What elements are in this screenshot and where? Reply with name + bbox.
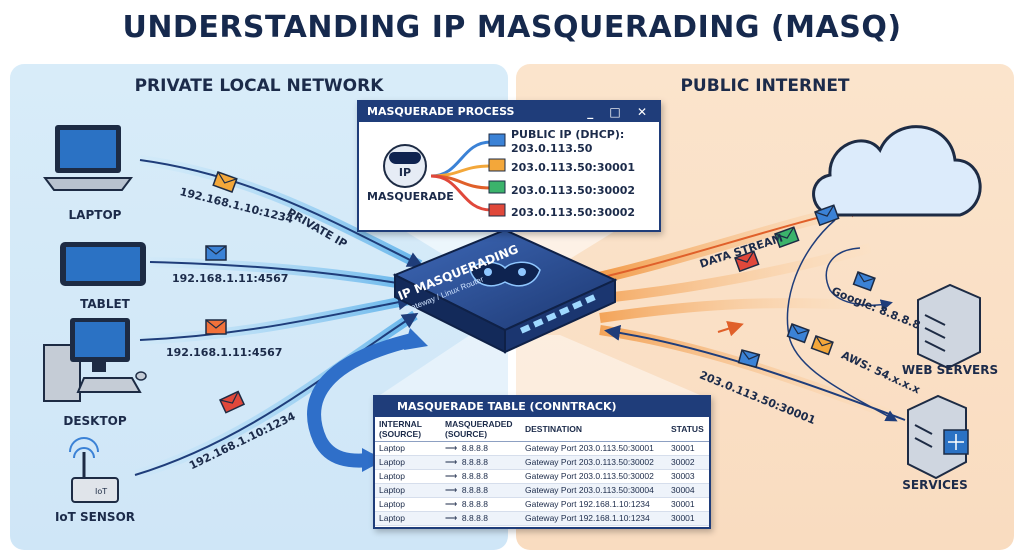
table-row: Laptop ⟶ 8.8.8.8 Gateway Port 192.168.1.… [375, 497, 709, 512]
desktop-icon [43, 318, 147, 402]
desktop-ip-label: 192.168.1.11:4567 [166, 346, 283, 359]
table-row: Laptop ⟶ 8.8.8.8 Gateway Port 203.0.113.… [375, 483, 709, 498]
table-header-destination: DESTINATION [521, 417, 667, 442]
table-header-status: STATUS [667, 417, 709, 442]
svg-text:IoT: IoT [95, 487, 107, 496]
process-window-title: MASQUERADE PROCESS [367, 105, 515, 118]
cloud-icon [812, 125, 982, 217]
window-controls[interactable]: _ □ ✕ [587, 105, 653, 119]
envelope-icon [205, 171, 876, 414]
table-row: Laptop ⟶ 8.8.8.8 Gateway Port 203.0.113.… [375, 455, 709, 470]
conntrack-table: INTERNAL (SOURCE) MASQUERADED (SOURCE) D… [375, 417, 709, 526]
web-servers-label: WEB SERVERS [901, 363, 999, 377]
title: UNDERSTANDING IP MASQUERADING (MASQ) [122, 10, 902, 45]
return-curve-arrow [307, 333, 419, 468]
fan-arrows [431, 133, 506, 217]
services-server-icon [907, 394, 969, 480]
mask-badge: IP [383, 144, 427, 188]
masquerade-table-window: MASQUERADE TABLE (CONNTRACK) INTERNAL (S… [373, 395, 711, 529]
masquerade-label: MASQUERADE [367, 190, 454, 203]
iot-label: IoT SENSOR [54, 510, 136, 524]
tablet-label: TABLET [80, 297, 130, 311]
table-beam [380, 335, 700, 395]
private-network-title: PRIVATE LOCAL NETWORK [134, 76, 384, 96]
process-port-1: 203.0.113.50 [511, 142, 593, 155]
table-header-internal: INTERNAL (SOURCE) [375, 417, 441, 442]
table-header-masqueraded: MASQUERADED (SOURCE) [441, 417, 521, 442]
left-beams [133, 155, 424, 480]
table-row: Laptop ⟶ 8.8.8.8 Gateway Port 203.0.113.… [375, 441, 709, 456]
router-icon [392, 228, 618, 354]
server-icon [917, 283, 981, 370]
laptop-icon [43, 125, 133, 191]
table-row: Laptop ⟶ 8.8.8.8 Gateway Port 203.0.113.… [375, 469, 709, 484]
process-port-4: 203.0.113.50:30002 [511, 206, 636, 219]
table-row: Laptop ⟶ 8.8.8.8 Gateway Port 192.168.1.… [375, 511, 709, 526]
masquerade-process-window: MASQUERADE PROCESS _ □ ✕ IP MASQUERADE P… [357, 100, 661, 232]
public-ip-label: PUBLIC IP (DHCP): [511, 128, 625, 141]
mask-icon [389, 152, 421, 164]
process-port-2: 203.0.113.50:30001 [511, 161, 636, 174]
tablet-icon [60, 242, 146, 286]
desktop-label: DESKTOP [63, 414, 127, 428]
laptop-label: LAPTOP [68, 208, 122, 222]
tablet-ip-label: 192.168.1.11:4567 [172, 272, 289, 285]
services-label: SERVICES [902, 478, 968, 492]
table-window-title: MASQUERADE TABLE (CONNTRACK) [375, 397, 709, 417]
iot-sensor-icon: IoT [69, 437, 119, 503]
process-port-3: 203.0.113.50:30002 [511, 184, 636, 197]
public-internet-title: PUBLIC INTERNET [680, 76, 850, 96]
mask-ip-text: IP [398, 166, 412, 179]
